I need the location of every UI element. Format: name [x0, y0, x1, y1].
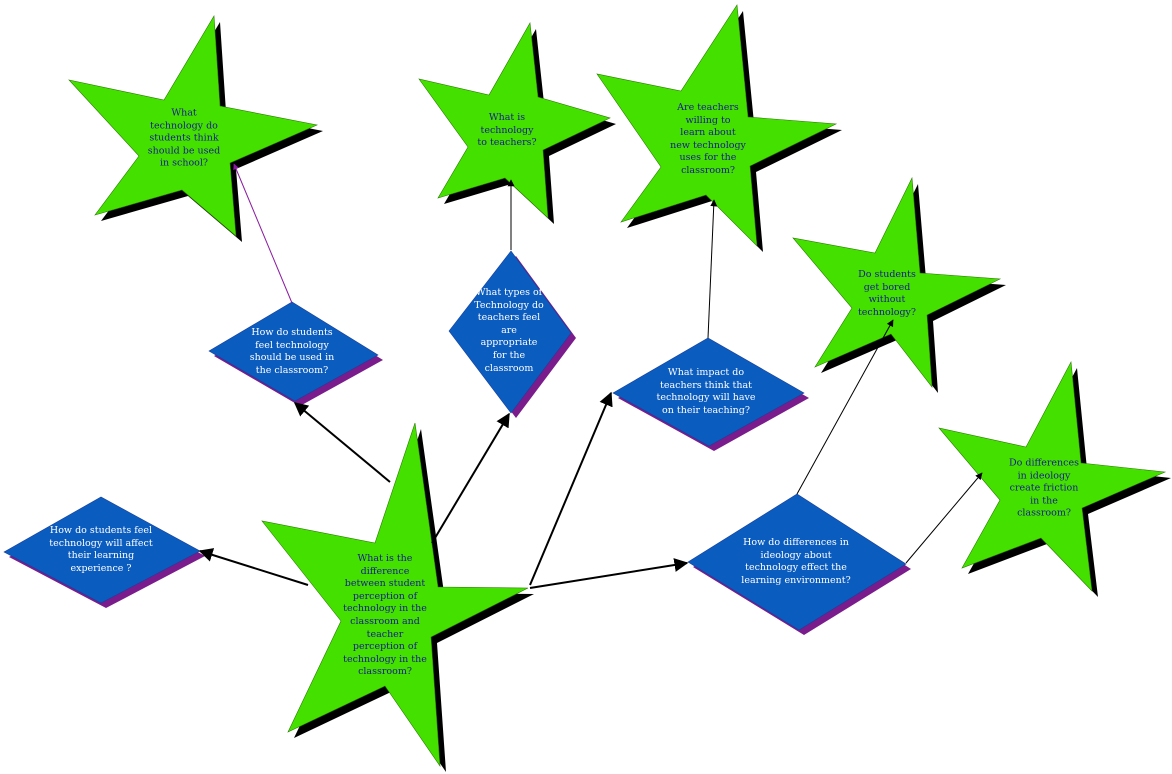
diamond-ideology-effect — [687, 493, 907, 631]
star-tech-to-teachers — [418, 22, 611, 219]
students-bored-label: Do students get bored without technology… — [857, 268, 917, 318]
ideology-effect-label: How do differences in ideology about tec… — [741, 536, 851, 586]
edge-central-to-types-appropriate — [431, 412, 510, 544]
central-question-label: What is the difference between student p… — [343, 553, 427, 678]
diamond-impact-teaching — [612, 337, 805, 447]
edge-students-feel-to-think-school — [233, 163, 293, 304]
tech-to-teachers-label: What is technology to teachers? — [477, 112, 537, 149]
diamond-students-feel-use — [208, 301, 379, 402]
edge-central-to-students-feel-use — [293, 402, 391, 483]
edge-central-to-ideology-effect — [529, 558, 689, 589]
star-central — [261, 422, 529, 768]
edge-central-to-students-learning — [198, 548, 309, 586]
star-students-bored — [792, 176, 1002, 388]
teachers-willing-label: Are teachers willing to learn about new … — [670, 102, 746, 177]
star-students-think — [68, 15, 319, 237]
edge-ideology-to-friction — [905, 472, 983, 564]
star-teachers-willing — [596, 4, 838, 247]
edge-ideology-to-students-bored — [796, 319, 894, 495]
impact-teaching-label: What impact do teachers think that techn… — [656, 366, 756, 416]
ideology-friction-label: Do differences in ideology create fricti… — [1009, 457, 1079, 519]
students-feel-use-label: How do students feel technology should b… — [249, 326, 335, 376]
diamond-types-appropriate — [448, 250, 572, 414]
edge-central-to-impact-teaching — [529, 391, 613, 586]
edge-impact-to-teachers-willing — [707, 199, 718, 339]
shapes-layer — [3, 4, 1171, 772]
star-ideology-friction — [938, 360, 1167, 592]
edge-arrows — [198, 163, 983, 589]
students-learning-label: How do students feel technology will aff… — [49, 524, 153, 574]
types-appropriate-label: What types of Technology do teachers fee… — [474, 286, 544, 374]
students-think-school-label: What technology do students think should… — [147, 107, 221, 169]
